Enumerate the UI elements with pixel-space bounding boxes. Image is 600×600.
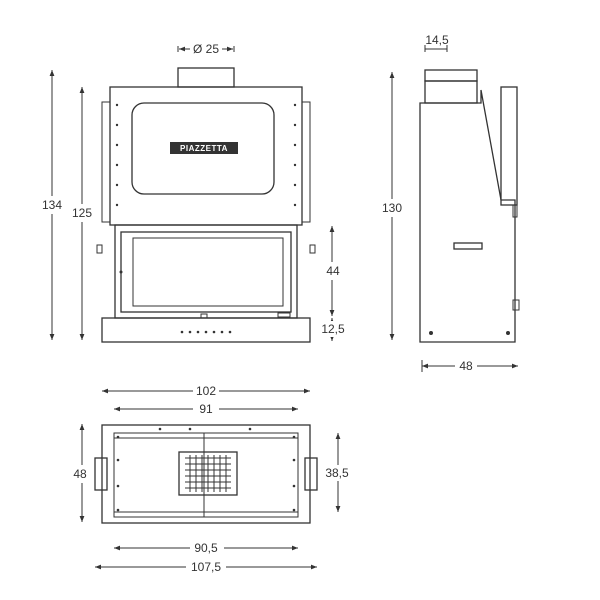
dim-side-height: 130	[382, 201, 402, 215]
dim-bottom-outer-width: 107,5	[191, 560, 221, 574]
front-hood	[109, 86, 303, 226]
front-hood-right-panel	[301, 101, 311, 223]
dim-top-inner-depth: 38,5	[325, 466, 349, 480]
top-body-inner	[113, 432, 299, 518]
front-decor-panel	[131, 102, 275, 195]
firebox-glass	[120, 231, 292, 313]
side-view: 14,5 130 48	[378, 33, 520, 374]
firebox-glass-inner	[132, 237, 284, 307]
dim-flue-diameter: Ø 25	[193, 42, 219, 56]
side-vent	[453, 242, 483, 250]
base-dots	[180, 330, 232, 334]
top-right-handle	[304, 457, 318, 491]
front-hood-left-panel	[101, 101, 111, 223]
firebox-frame	[114, 224, 298, 319]
brand-logo: PIAZZETTA	[170, 142, 238, 154]
dim-top-outer-width: 102	[196, 384, 216, 398]
dim-base-height: 12,5	[321, 322, 345, 336]
right-handle	[309, 244, 316, 254]
side-back-panel	[500, 86, 518, 206]
side-flue-pipe	[424, 80, 478, 104]
dim-bottom-inner-width: 90,5	[194, 541, 218, 555]
hood-rivets	[115, 103, 297, 207]
front-flue	[177, 67, 235, 88]
top-grille	[178, 451, 238, 496]
dim-flue-offset: 14,5	[425, 33, 449, 47]
side-flue	[424, 69, 478, 82]
top-rivets	[116, 427, 296, 512]
brand-logo-text: PIAZZETTA	[180, 144, 228, 153]
grille-slots	[185, 455, 231, 492]
dim-total-height: 134	[42, 198, 62, 212]
dim-glass-height: 44	[326, 264, 340, 278]
front-view: PIAZZETTA Ø 25	[38, 42, 350, 343]
left-handle	[96, 244, 103, 254]
dim-side-depth: 48	[459, 359, 473, 373]
top-body-outer	[101, 424, 311, 524]
dim-body-height: 125	[72, 206, 92, 220]
front-base	[101, 317, 311, 343]
dim-top-depth: 48	[73, 467, 87, 481]
top-view: 102 91 48 38,5	[68, 383, 354, 575]
top-left-handle	[94, 457, 108, 491]
side-body	[419, 89, 516, 343]
dim-top-inner-width: 91	[199, 402, 213, 416]
